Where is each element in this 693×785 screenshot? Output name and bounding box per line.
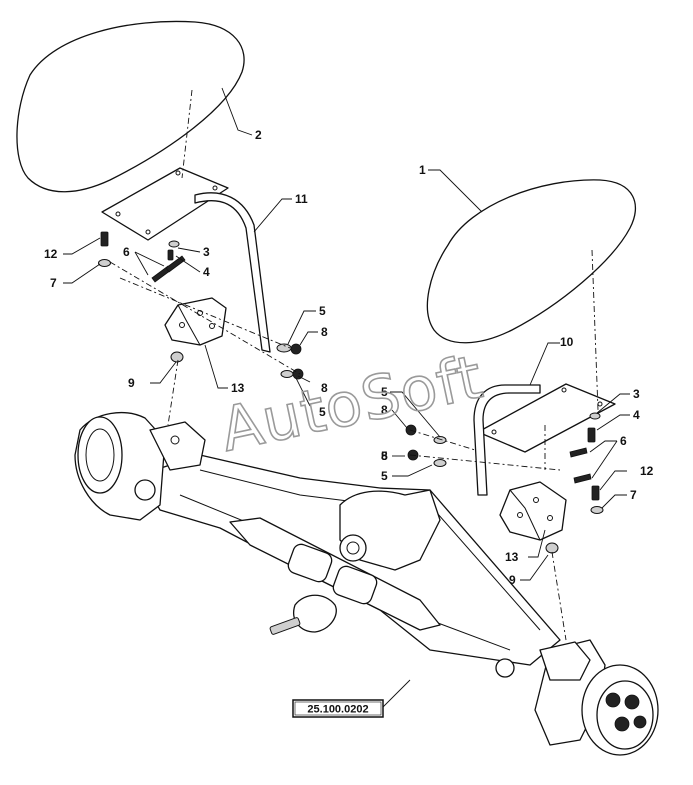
- callout-13-right: 13: [505, 550, 519, 564]
- callout-5-left-upper: 5: [319, 304, 326, 318]
- callout-2: 2: [255, 128, 262, 142]
- callout-8-center-lower: 8: [381, 449, 388, 463]
- callout-7-right: 7: [630, 488, 637, 502]
- fasteners: [98, 231, 604, 554]
- right-fender: [426, 179, 637, 344]
- callout-3-left: 3: [203, 245, 210, 259]
- callout-6-left: 6: [123, 245, 130, 259]
- callout-4-left: 4: [203, 265, 210, 279]
- leader-lines: [63, 87, 630, 709]
- callout-8-left-upper: 8: [321, 325, 328, 339]
- callout-9-left: 9: [128, 376, 135, 390]
- callout-12-left: 12: [44, 247, 58, 261]
- callout-8-center-upper: 8: [381, 403, 388, 417]
- left-fender: [16, 20, 245, 193]
- callout-13-left: 13: [231, 381, 245, 395]
- right-bracket: [473, 383, 616, 541]
- reference-code: 25.100.0202: [307, 704, 368, 716]
- callout-1: 1: [419, 163, 426, 177]
- callout-11: 11: [295, 192, 308, 206]
- callout-9-right: 9: [509, 573, 516, 587]
- callout-7-left: 7: [50, 276, 57, 290]
- alignment-lines: [109, 89, 599, 641]
- left-bracket: [101, 167, 271, 353]
- watermark: AutoSoft: [214, 341, 490, 466]
- callout-4-right: 4: [633, 408, 640, 422]
- callout-5-center-mid: 5: [381, 449, 388, 463]
- callout-5-center-upper: 5: [381, 385, 388, 399]
- callout-5-left-lower: 5: [319, 405, 326, 419]
- callout-5-center-lower: 5: [381, 469, 388, 483]
- callout-8-left-lower: 8: [321, 381, 328, 395]
- watermark-text: AutoSoft: [215, 342, 489, 466]
- callout-6-right: 6: [620, 434, 627, 448]
- front-axle-assembly: [74, 412, 659, 756]
- reference-code-box: 25.100.0202: [292, 699, 384, 718]
- callout-labels: 1 2 3 3 4 4 5 5 5 5 5 6 6 7 7 8 8 8 8 9 …: [44, 128, 654, 587]
- callout-10: 10: [560, 335, 574, 349]
- callout-3-right: 3: [633, 387, 640, 401]
- callout-12-right: 12: [640, 464, 654, 478]
